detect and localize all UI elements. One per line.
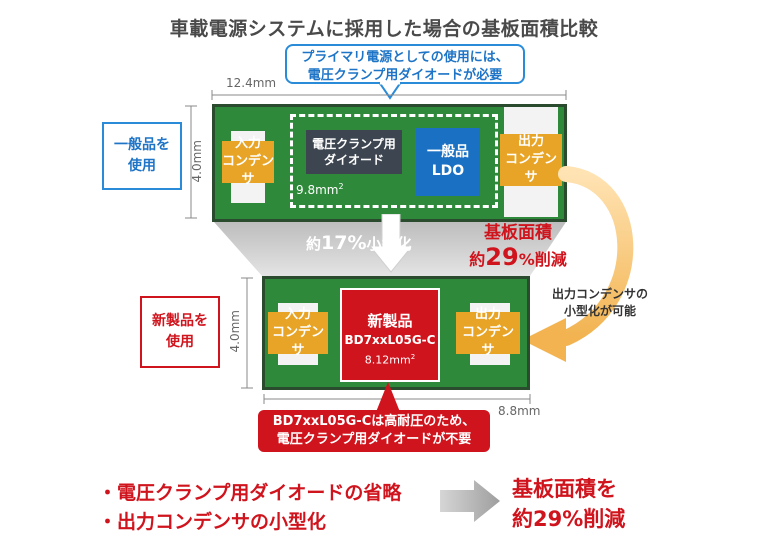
bullet-item-1: ・電圧クランプ用ダイオードの省略 [98, 482, 402, 504]
callout-no-clamp-line2: 電圧クランプ用ダイオードが不要 [276, 432, 472, 447]
top-input-capacitor: 入力 コンデンサ [222, 136, 274, 187]
red-callout-pointer [376, 382, 400, 412]
clamp-diode-line2: ダイオード [323, 153, 384, 167]
top-width-dimension-line [211, 90, 567, 100]
bottom-input-cap-line2: コンデンサ [271, 325, 324, 358]
label-new-product: 新製品を 使用 [140, 296, 220, 368]
result-summary: 基板面積を 約29%削減 [512, 474, 625, 534]
bottom-height-label: 4.0mm [228, 310, 242, 353]
side-note: 出力コンデンサの 小型化が可能 [540, 286, 660, 320]
bullet-item-2: ・出力コンデンサの小型化 [98, 511, 327, 533]
bottom-height-dimension-line [241, 277, 253, 389]
reduction-29-label: 基板面積 約29%削減 [448, 222, 588, 273]
top-input-cap-line2: コンデンサ [222, 154, 275, 187]
label-new-line1: 新製品を [152, 313, 208, 329]
top-output-capacitor: 出力 コンデンサ [500, 134, 562, 186]
bottom-output-cap-line1: 出力 [474, 307, 501, 322]
label-general-product: 一般品を 使用 [102, 122, 182, 190]
general-ldo-chip: 一般品 LDO [416, 128, 480, 196]
ldo-line2: LDO [431, 163, 465, 179]
clamp-diode-line1: 電圧クランプ用 [312, 137, 396, 151]
reduction-17-suffix: 小型化 [366, 235, 412, 253]
top-input-cap-line1: 入力 [234, 136, 261, 151]
new-chip-line1: 新製品 [367, 312, 413, 330]
top-output-cap-line2: コンデンサ [504, 152, 557, 185]
label-new-line2: 使用 [166, 334, 194, 350]
new-chip-line2: BD7xxL05G-C [344, 333, 436, 347]
reduction-29-suffix: %削減 [518, 250, 567, 269]
clamp-diode-chip: 電圧クランプ用 ダイオード [306, 130, 402, 174]
side-note-line1: 出力コンデンサの [551, 287, 648, 301]
callout-no-clamp-line1: BD7xxL05G-Cは高耐圧のため、 [272, 414, 476, 429]
bottom-width-label: 8.8mm [498, 404, 541, 418]
label-general-line1: 一般品を [114, 137, 170, 153]
bottom-output-capacitor: 出力 コンデンサ [456, 307, 520, 358]
side-note-line2: 小型化が可能 [563, 304, 636, 318]
callout-primary-power-line2: 電圧クランプ用ダイオードが必要 [307, 68, 503, 83]
reduction-29-prefix: 約 [469, 250, 486, 269]
result-arrow [440, 480, 500, 522]
bottom-input-cap-line1: 入力 [284, 307, 311, 322]
top-height-dimension-line [185, 105, 197, 219]
callout-primary-power: プライマリ電源としての使用には、 電圧クランプ用ダイオードが必要 [285, 44, 525, 84]
new-product-chip: 新製品 BD7xxL05G-C 8.12mm2 [340, 288, 440, 382]
top-dashed-region [290, 114, 498, 208]
reduction-17-prefix: 約 [306, 235, 322, 253]
reduction-29-line1: 基板面積 [484, 223, 552, 243]
reduction-17-value: 17% [321, 232, 367, 254]
callout-pointer [377, 82, 403, 100]
callout-primary-power-line1: プライマリ電源としての使用には、 [301, 50, 509, 65]
label-general-line2: 使用 [128, 158, 156, 174]
down-arrow [368, 214, 414, 273]
bottom-area-sup: 2 [410, 353, 416, 361]
reduction-17-label: 約17%小型化 [306, 232, 412, 254]
ldo-line1: 一般品 [427, 144, 469, 160]
reduction-29-value: 29 [485, 243, 519, 271]
top-output-cap-line1: 出力 [517, 134, 544, 149]
page-title: 車載電源システムに採用した場合の基板面積比較 [169, 18, 599, 40]
top-area-value: 9.8mm [296, 183, 339, 197]
bottom-area-value: 8.12mm [364, 353, 411, 367]
result-line1: 基板面積を [512, 477, 617, 501]
bottom-input-capacitor: 入力 コンデンサ [268, 307, 328, 358]
top-area-label: 9.8mm2 [296, 182, 344, 197]
callout-no-clamp-diode: BD7xxL05G-Cは高耐圧のため、 電圧クランプ用ダイオードが不要 [258, 410, 490, 452]
top-width-label: 12.4mm [226, 76, 277, 90]
bottom-width-dimension-line [263, 394, 531, 404]
bottom-output-cap-line2: コンデンサ [461, 325, 514, 358]
top-area-sup: 2 [338, 182, 344, 191]
bottom-area-label: 8.12mm2 [342, 353, 438, 367]
result-line2: 約29%削減 [512, 507, 626, 531]
